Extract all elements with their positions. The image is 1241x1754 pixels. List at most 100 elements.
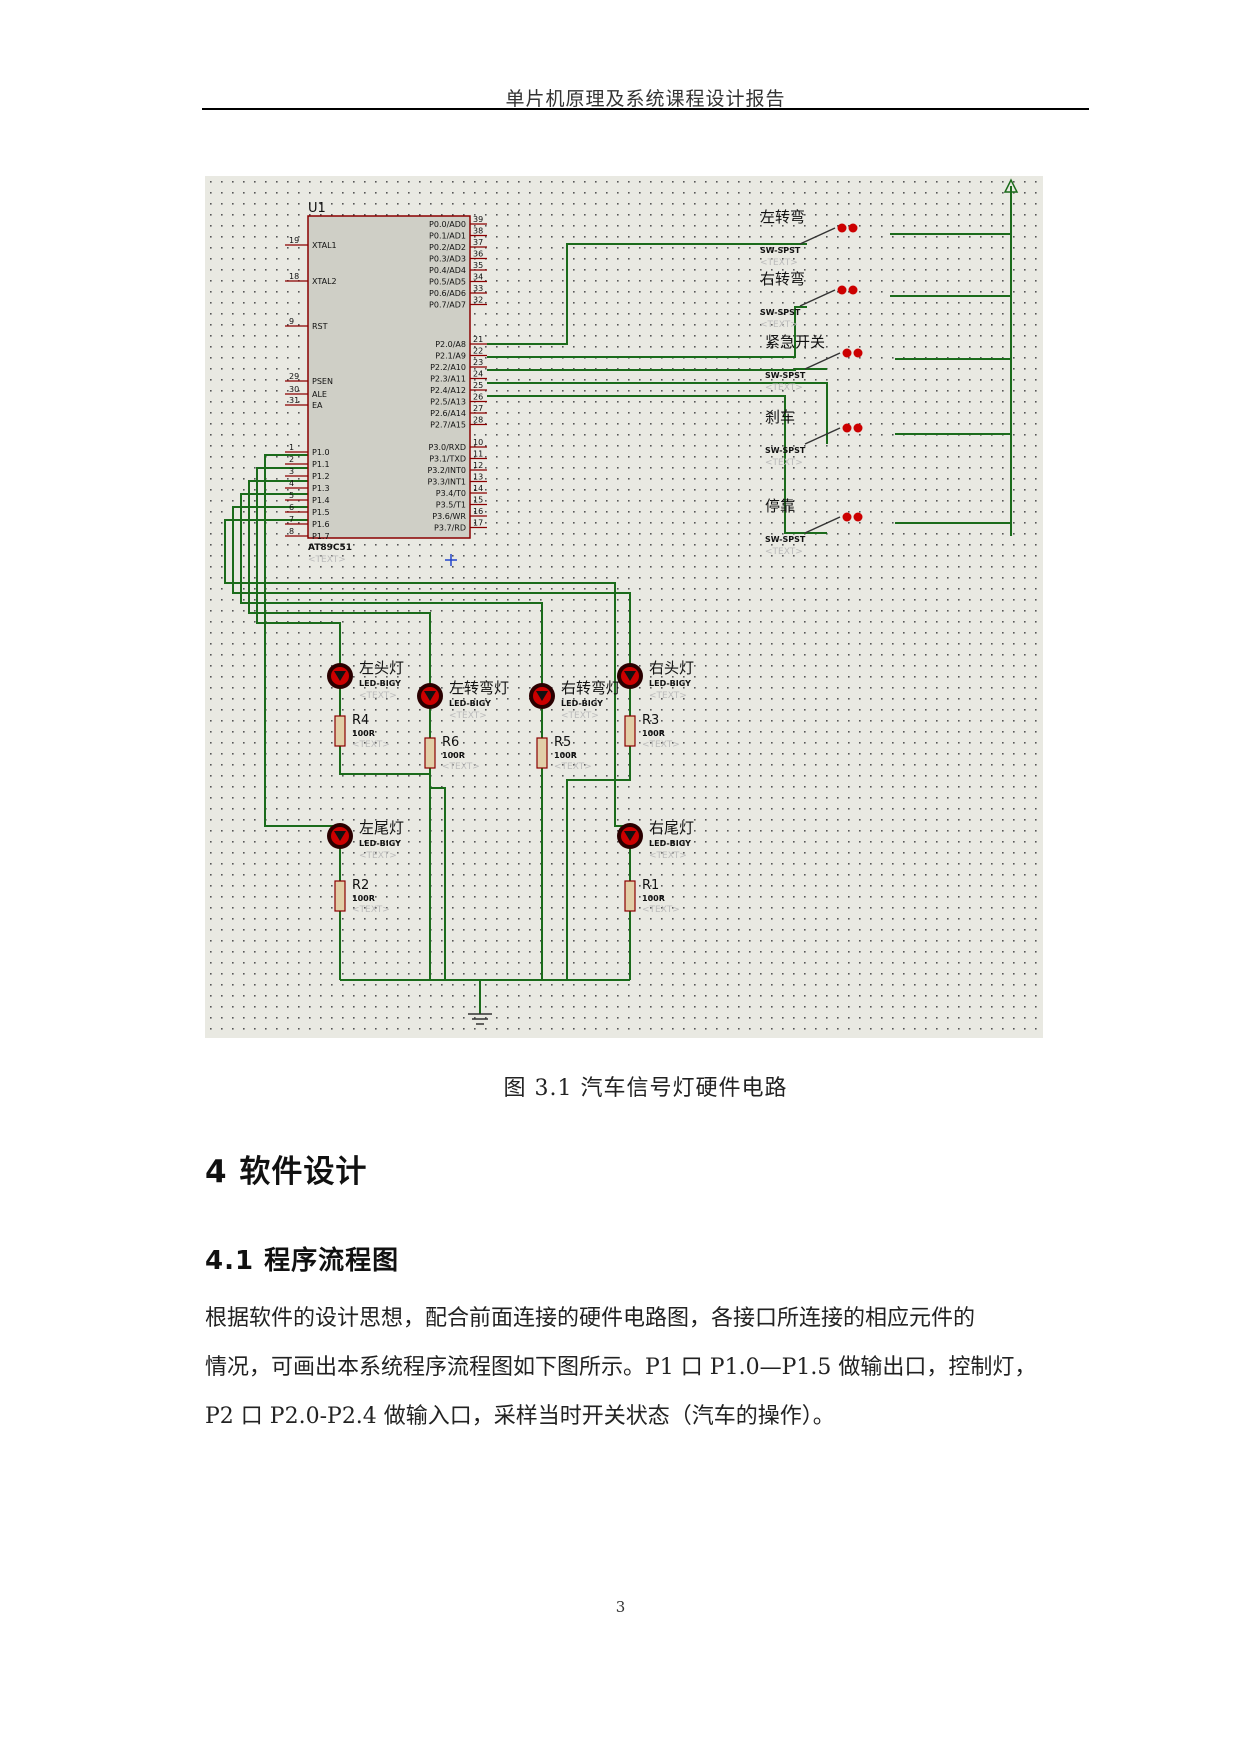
chip-pin-name: P2.7/A15	[430, 421, 466, 430]
subsection-heading: 4.1 程序流程图	[205, 1246, 400, 1276]
switch-contact-icon	[842, 348, 852, 358]
chip-pin-name: P2.5/A13	[430, 398, 466, 407]
chip-pin-number: 26	[473, 393, 483, 402]
resistor-value: 100R	[642, 729, 665, 738]
chip-pin-name: P2.4/A12	[430, 386, 466, 395]
chip-pin-number: 15	[473, 496, 483, 505]
led-part: LED-BIGY	[649, 839, 691, 848]
resistor-value: 100R	[352, 894, 375, 903]
switch-contact-icon	[842, 423, 852, 433]
led-label: 右转弯灯	[561, 679, 621, 697]
switch-stext: <TEXT>	[765, 458, 803, 468]
chip-pin-name: P1.4	[312, 496, 330, 505]
chip-pin-number: 28	[473, 416, 483, 425]
chip-pin-number: 14	[473, 484, 483, 493]
switch-lever	[804, 352, 841, 370]
led-label: 右尾灯	[649, 819, 694, 837]
chip-pin-number: 22	[473, 347, 483, 356]
led-diode-icon	[334, 831, 346, 841]
switch-lever	[804, 427, 841, 445]
switch-part: SW-SPST	[765, 535, 806, 544]
wire-p23	[487, 382, 828, 444]
leds: 左头灯LED-BIGY<TEXT>左转弯灯LED-BIGY<TEXT>右转弯灯L…	[327, 659, 694, 861]
switch-part: SW-SPST	[760, 308, 801, 317]
chip-pin-name: P0.2/AD2	[429, 243, 466, 252]
led-diode-icon	[334, 671, 346, 681]
resistor-stext: <TEXT>	[642, 905, 680, 915]
switch-label: 左转弯	[760, 208, 805, 226]
resistor-stext: <TEXT>	[642, 740, 680, 750]
chip-pin-name: P3.3/INT1	[427, 478, 466, 487]
chip-part: AT89C51	[308, 543, 352, 553]
chip-pin-number: 30	[289, 385, 299, 394]
chip-pin-number: 6	[289, 503, 294, 512]
chip-pin-number: 39	[473, 215, 483, 224]
chip-pin-number: 12	[473, 461, 483, 470]
resistor-value: 100R	[554, 751, 577, 760]
resistor-stext: <TEXT>	[554, 762, 592, 772]
switch-stext: <TEXT>	[760, 258, 798, 268]
paragraph-line: P2 口 P2.0-P2.4 做输入口，采样当时开关状态（汽车的操作）。	[205, 1404, 835, 1429]
resistor-value: 100R	[352, 729, 375, 738]
led-stext: <TEXT>	[449, 711, 487, 721]
chip-pin-name: P2.0/A8	[435, 340, 466, 349]
led-part: LED-BIGY	[359, 679, 401, 688]
resistor-ref: R2	[352, 878, 369, 893]
resistor-ref: R5	[554, 735, 571, 750]
chip-pin-number: 11	[473, 450, 483, 459]
switch-part: SW-SPST	[760, 246, 801, 255]
chip-pin-number: 7	[289, 515, 294, 524]
chip-pin-number: 37	[473, 238, 483, 247]
led-part: LED-BIGY	[359, 839, 401, 848]
chip-pin-name: P1.1	[312, 460, 330, 469]
chip-pin-number: 34	[473, 273, 483, 282]
chip-pin-number: 13	[473, 473, 483, 482]
switch-contact-icon	[848, 223, 858, 233]
ground-icon	[468, 1013, 492, 1025]
switch-lever	[799, 289, 836, 307]
chip-pin-name: P3.0/RXD	[429, 443, 466, 452]
section-heading: 4 软件设计	[205, 1154, 368, 1190]
chip-pin-name: RST	[312, 322, 328, 331]
chip-at89c51: U1 AT89C51 <TEXT> 19XTAL118XTAL29RST29PS…	[285, 201, 487, 565]
page-number: 3	[615, 1598, 626, 1616]
resistor-stext: <TEXT>	[352, 740, 390, 750]
wire-p11	[256, 467, 341, 666]
wire-p14	[232, 506, 631, 666]
wire-r3-ground	[566, 742, 631, 980]
wire-p22	[487, 368, 827, 371]
chip-pin-number: 8	[289, 527, 294, 536]
switch-stext: <TEXT>	[765, 383, 803, 393]
wire-r4-ground	[339, 742, 431, 980]
chip-pin-number: 35	[473, 261, 483, 270]
switch-contact-icon	[842, 512, 852, 522]
chip-pin-name: P3.6/WR	[432, 512, 466, 521]
chip-pin-name: P1.7	[312, 532, 330, 541]
chip-pin-name: P3.1/TXD	[429, 455, 466, 464]
chip-body	[307, 215, 471, 539]
chip-ref: U1	[308, 201, 326, 216]
resistors: R4100R<TEXT>R6100R<TEXT>R5100R<TEXT>R310…	[334, 713, 680, 915]
led-diode-icon	[424, 691, 436, 701]
chip-pin-name: P3.2/INT0	[427, 466, 466, 475]
resistor-stext: <TEXT>	[352, 905, 390, 915]
resistor-body-icon	[624, 880, 636, 912]
chip-pin-number: 31	[289, 396, 299, 405]
chip-pin-name: P1.0	[312, 448, 330, 457]
chip-pin-number: 33	[473, 284, 483, 293]
led-label: 左转弯灯	[449, 679, 509, 697]
chip-pin-number: 19	[289, 236, 299, 245]
resistor-value: 100R	[442, 751, 465, 760]
wire-p15	[224, 519, 630, 827]
chip-pin-name: P3.4/T0	[436, 489, 466, 498]
switches: 左转弯SW-SPST<TEXT>右转弯SW-SPST<TEXT>紧急开关SW-S…	[760, 208, 863, 557]
chip-pin-number: 24	[473, 370, 483, 379]
chip-pin-name: P0.3/AD3	[429, 255, 466, 264]
chip-pin-name: XTAL1	[312, 241, 337, 250]
resistor-body-icon	[536, 737, 548, 769]
